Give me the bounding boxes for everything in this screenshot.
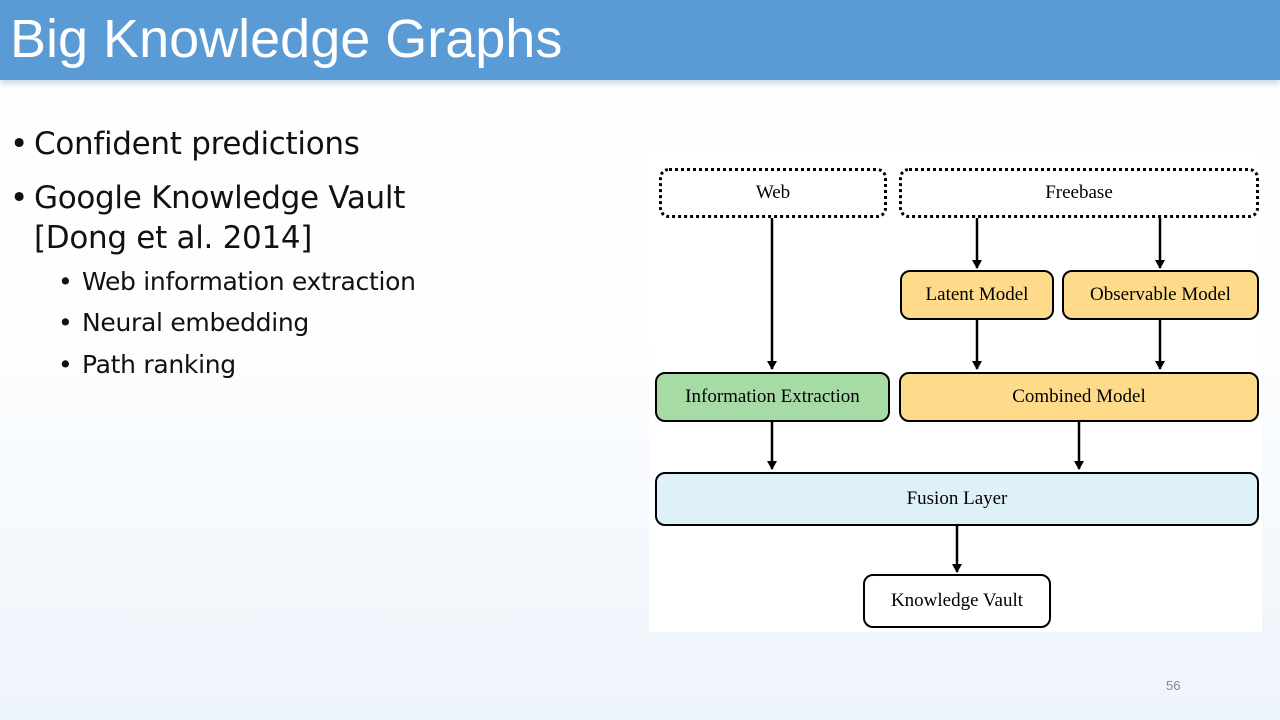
sub-bullet-item: • Web information extraction bbox=[58, 266, 416, 298]
bullet-text: Google Knowledge Vault bbox=[34, 180, 406, 216]
title-bar: Big Knowledge Graphs bbox=[0, 0, 1280, 80]
bullet-dot: • bbox=[58, 308, 73, 337]
bullet-item: •Google Knowledge Vault [Dong et al. 201… bbox=[10, 178, 405, 258]
sub-bullet-text: Web information extraction bbox=[82, 267, 416, 296]
slide-title: Big Knowledge Graphs bbox=[10, 9, 563, 69]
node-information-extraction: Information Extraction bbox=[655, 372, 890, 422]
page-number: 56 bbox=[1166, 678, 1181, 693]
bullet-text: Confident predictions bbox=[34, 126, 360, 162]
node-fusion-layer: Fusion Layer bbox=[655, 472, 1259, 526]
node-combined-model: Combined Model bbox=[899, 372, 1259, 422]
bullet-continuation: [Dong et al. 2014] bbox=[34, 220, 313, 256]
node-freebase: Freebase bbox=[899, 168, 1259, 218]
sub-bullet-item: • Path ranking bbox=[58, 349, 236, 381]
bullet-item: •Confident predictions bbox=[10, 124, 360, 164]
bullet-dot: • bbox=[10, 180, 28, 216]
sub-bullet-text: Path ranking bbox=[82, 350, 236, 379]
node-observable-model: Observable Model bbox=[1062, 270, 1259, 320]
sub-bullet-item: • Neural embedding bbox=[58, 307, 309, 339]
node-web: Web bbox=[659, 168, 887, 218]
bullet-dot: • bbox=[58, 350, 73, 379]
bullet-dot: • bbox=[10, 126, 28, 162]
node-knowledge-vault: Knowledge Vault bbox=[863, 574, 1051, 628]
sub-bullet-text: Neural embedding bbox=[82, 308, 309, 337]
bullet-dot: • bbox=[58, 267, 73, 296]
node-latent-model: Latent Model bbox=[900, 270, 1054, 320]
